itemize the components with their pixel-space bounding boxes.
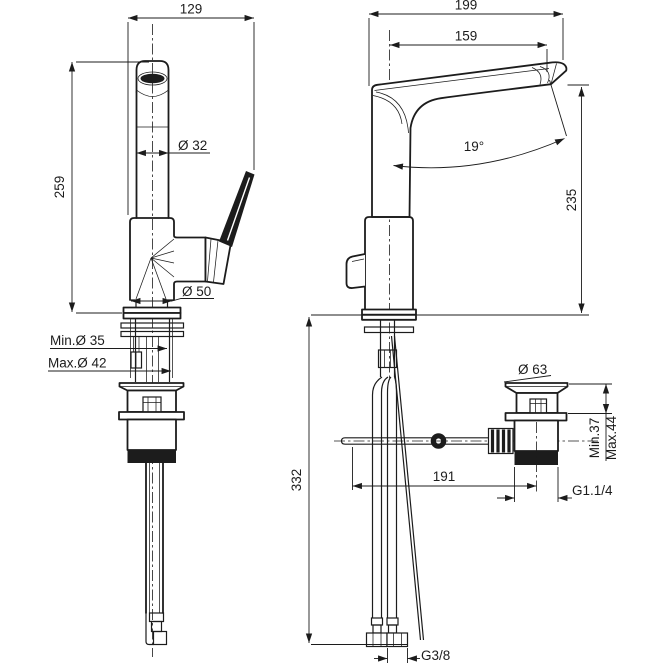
- supply-hoses: [365, 376, 409, 648]
- dim-spout-reach-label: 159: [455, 29, 478, 44]
- front-drain-assembly: [118, 382, 185, 646]
- aerator-face: [140, 73, 165, 84]
- side-drain-assembly: [487, 382, 569, 492]
- front-view: 129 259 Ø 32 Ø 50 Min.Ø 35 Max.Ø 42: [48, 2, 255, 657]
- drain-screw-side: [529, 398, 548, 414]
- dim-below-counter-label: 332: [289, 469, 304, 492]
- front-dimensions: 129 259 Ø 32 Ø 50 Min.Ø 35 Max.Ø 42: [48, 2, 255, 375]
- dim-supply-thread-label: G3/8: [421, 648, 450, 663]
- dim-clamp-min-label: Min.37: [587, 418, 602, 459]
- dim-overall-width-label: 129: [180, 2, 203, 17]
- dim-spout-angle-label: 19°: [464, 139, 484, 154]
- popup-rod: [340, 335, 491, 641]
- front-deck-plate: [122, 312, 182, 320]
- dim-body-height-label: 259: [52, 176, 67, 199]
- side-deck-plate: [361, 313, 417, 321]
- dim-hole-min-label: Min.Ø 35: [50, 333, 105, 348]
- side-faucet-body: [345, 61, 568, 321]
- dim-outlet-height-label: 235: [564, 189, 579, 212]
- side-dimensions: 199 159 19° 235 332 191 Ø 63 Min.37 Max.…: [289, 0, 619, 663]
- dim-spout-diameter-label: Ø 32: [178, 138, 207, 153]
- side-handle-end: [345, 253, 366, 289]
- hose-nut-2: [386, 632, 409, 648]
- dim-overall-depth-label: 199: [455, 0, 478, 13]
- side-mounting-hardware: [363, 319, 415, 377]
- dim-drain-thread-label: G1.1/4: [572, 483, 613, 498]
- aerator-outline: [137, 71, 168, 86]
- dim-clamp-max-label: Max.44: [604, 415, 619, 460]
- front-handle-lever: [219, 171, 255, 247]
- front-faucet-body: [122, 60, 255, 320]
- dim-rod-to-drain-label: 191: [433, 469, 456, 484]
- side-view: 199 159 19° 235 332 191 Ø 63 Min.37 Max.…: [289, 0, 619, 663]
- dim-drain-flange-label: Ø 63: [518, 362, 547, 377]
- dim-base-diameter-label: Ø 50: [182, 284, 211, 299]
- drain-screw: [142, 396, 162, 413]
- drain-gasket: [127, 450, 176, 463]
- dim-hole-max-label: Max.Ø 42: [48, 356, 107, 371]
